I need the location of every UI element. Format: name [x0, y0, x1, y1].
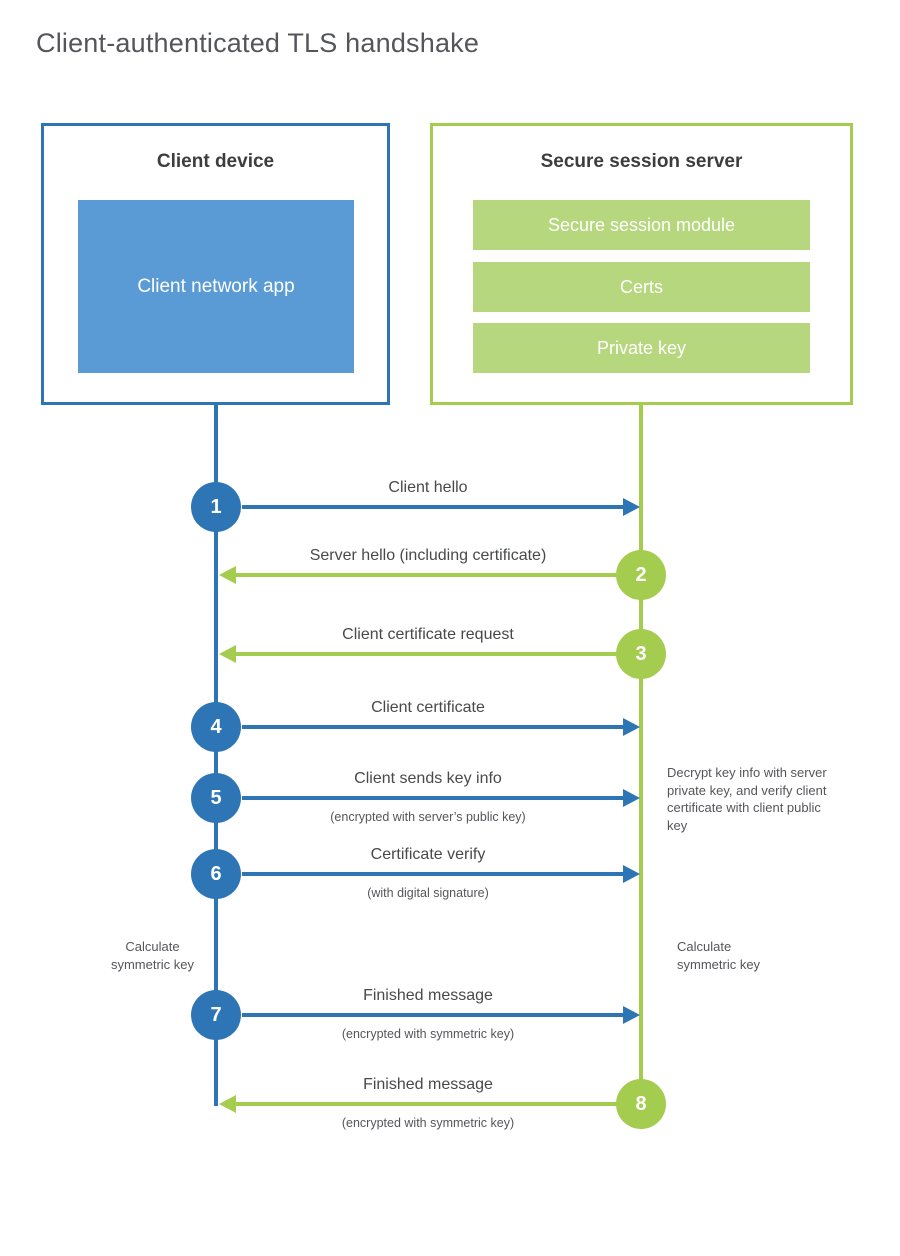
client-network-app-label: Client network app	[137, 275, 295, 297]
server-module-certs: Certs	[473, 262, 810, 312]
step-5-badge: 5	[191, 773, 241, 823]
client-calculate-symmetric-key-note: Calculate symmetric key	[110, 939, 195, 972]
client-device-title: Client device	[156, 151, 275, 172]
client-network-app-box: Client network app	[78, 200, 354, 373]
step-6-label: Certificate verify	[370, 846, 486, 863]
step-6-badge: 6	[191, 849, 241, 899]
client-lifeline	[214, 403, 218, 1106]
server-calculate-symmetric-key-note: Calculate symmetric key	[677, 939, 761, 972]
server-decrypt-note: Decrypt key info with server private key…	[667, 765, 827, 833]
arrow-shaft	[242, 796, 624, 800]
arrow-shaft	[242, 1013, 624, 1017]
step-2-label: Server hello (including certificate)	[309, 547, 547, 564]
arrow-head-left-icon	[219, 1095, 236, 1113]
arrow-shaft	[235, 652, 616, 656]
arrow-head-right-icon	[623, 789, 640, 807]
step-7-label: Finished message	[363, 987, 493, 1004]
step-8-label: Finished message	[363, 1076, 493, 1093]
arrow-head-right-icon	[623, 718, 640, 736]
page-title: Client-authenticated TLS handshake	[36, 28, 480, 58]
arrow-shaft	[242, 872, 624, 876]
server-module-private-key: Private key	[473, 323, 810, 373]
step-7-badge: 7	[191, 990, 241, 1040]
client-device-box: Client device Client network app	[41, 123, 390, 405]
arrow-head-right-icon	[623, 1006, 640, 1024]
secure-session-server-box: Secure session server Secure session mod…	[430, 123, 853, 405]
arrow-head-right-icon	[623, 865, 640, 883]
arrow-head-left-icon	[219, 566, 236, 584]
secure-session-server-title: Secure session server	[540, 151, 743, 172]
step-5-label: Client sends key info	[354, 770, 502, 787]
step-8-sublabel: (encrypted with symmetric key)	[341, 1116, 515, 1130]
arrow-shaft	[242, 505, 624, 509]
arrow-head-left-icon	[219, 645, 236, 663]
step-7-sublabel: (encrypted with symmetric key)	[341, 1027, 515, 1041]
arrow-shaft	[235, 573, 616, 577]
arrow-head-right-icon	[623, 498, 640, 516]
step-1-label: Client hello	[388, 479, 468, 496]
step-3-badge: 3	[616, 629, 666, 679]
server-module-secure-session-module: Secure session module	[473, 200, 810, 250]
arrow-shaft	[242, 725, 624, 729]
arrow-shaft	[235, 1102, 616, 1106]
step-2-badge: 2	[616, 550, 666, 600]
step-4-label: Client certificate	[371, 699, 485, 716]
step-1-badge: 1	[191, 482, 241, 532]
step-6-sublabel: (with digital signature)	[367, 886, 489, 900]
step-4-badge: 4	[191, 702, 241, 752]
step-3-label: Client certificate request	[342, 626, 514, 643]
server-lifeline	[639, 403, 643, 1104]
step-5-sublabel: (encrypted with server’s public key)	[330, 810, 526, 824]
step-8-badge: 8	[616, 1079, 666, 1129]
